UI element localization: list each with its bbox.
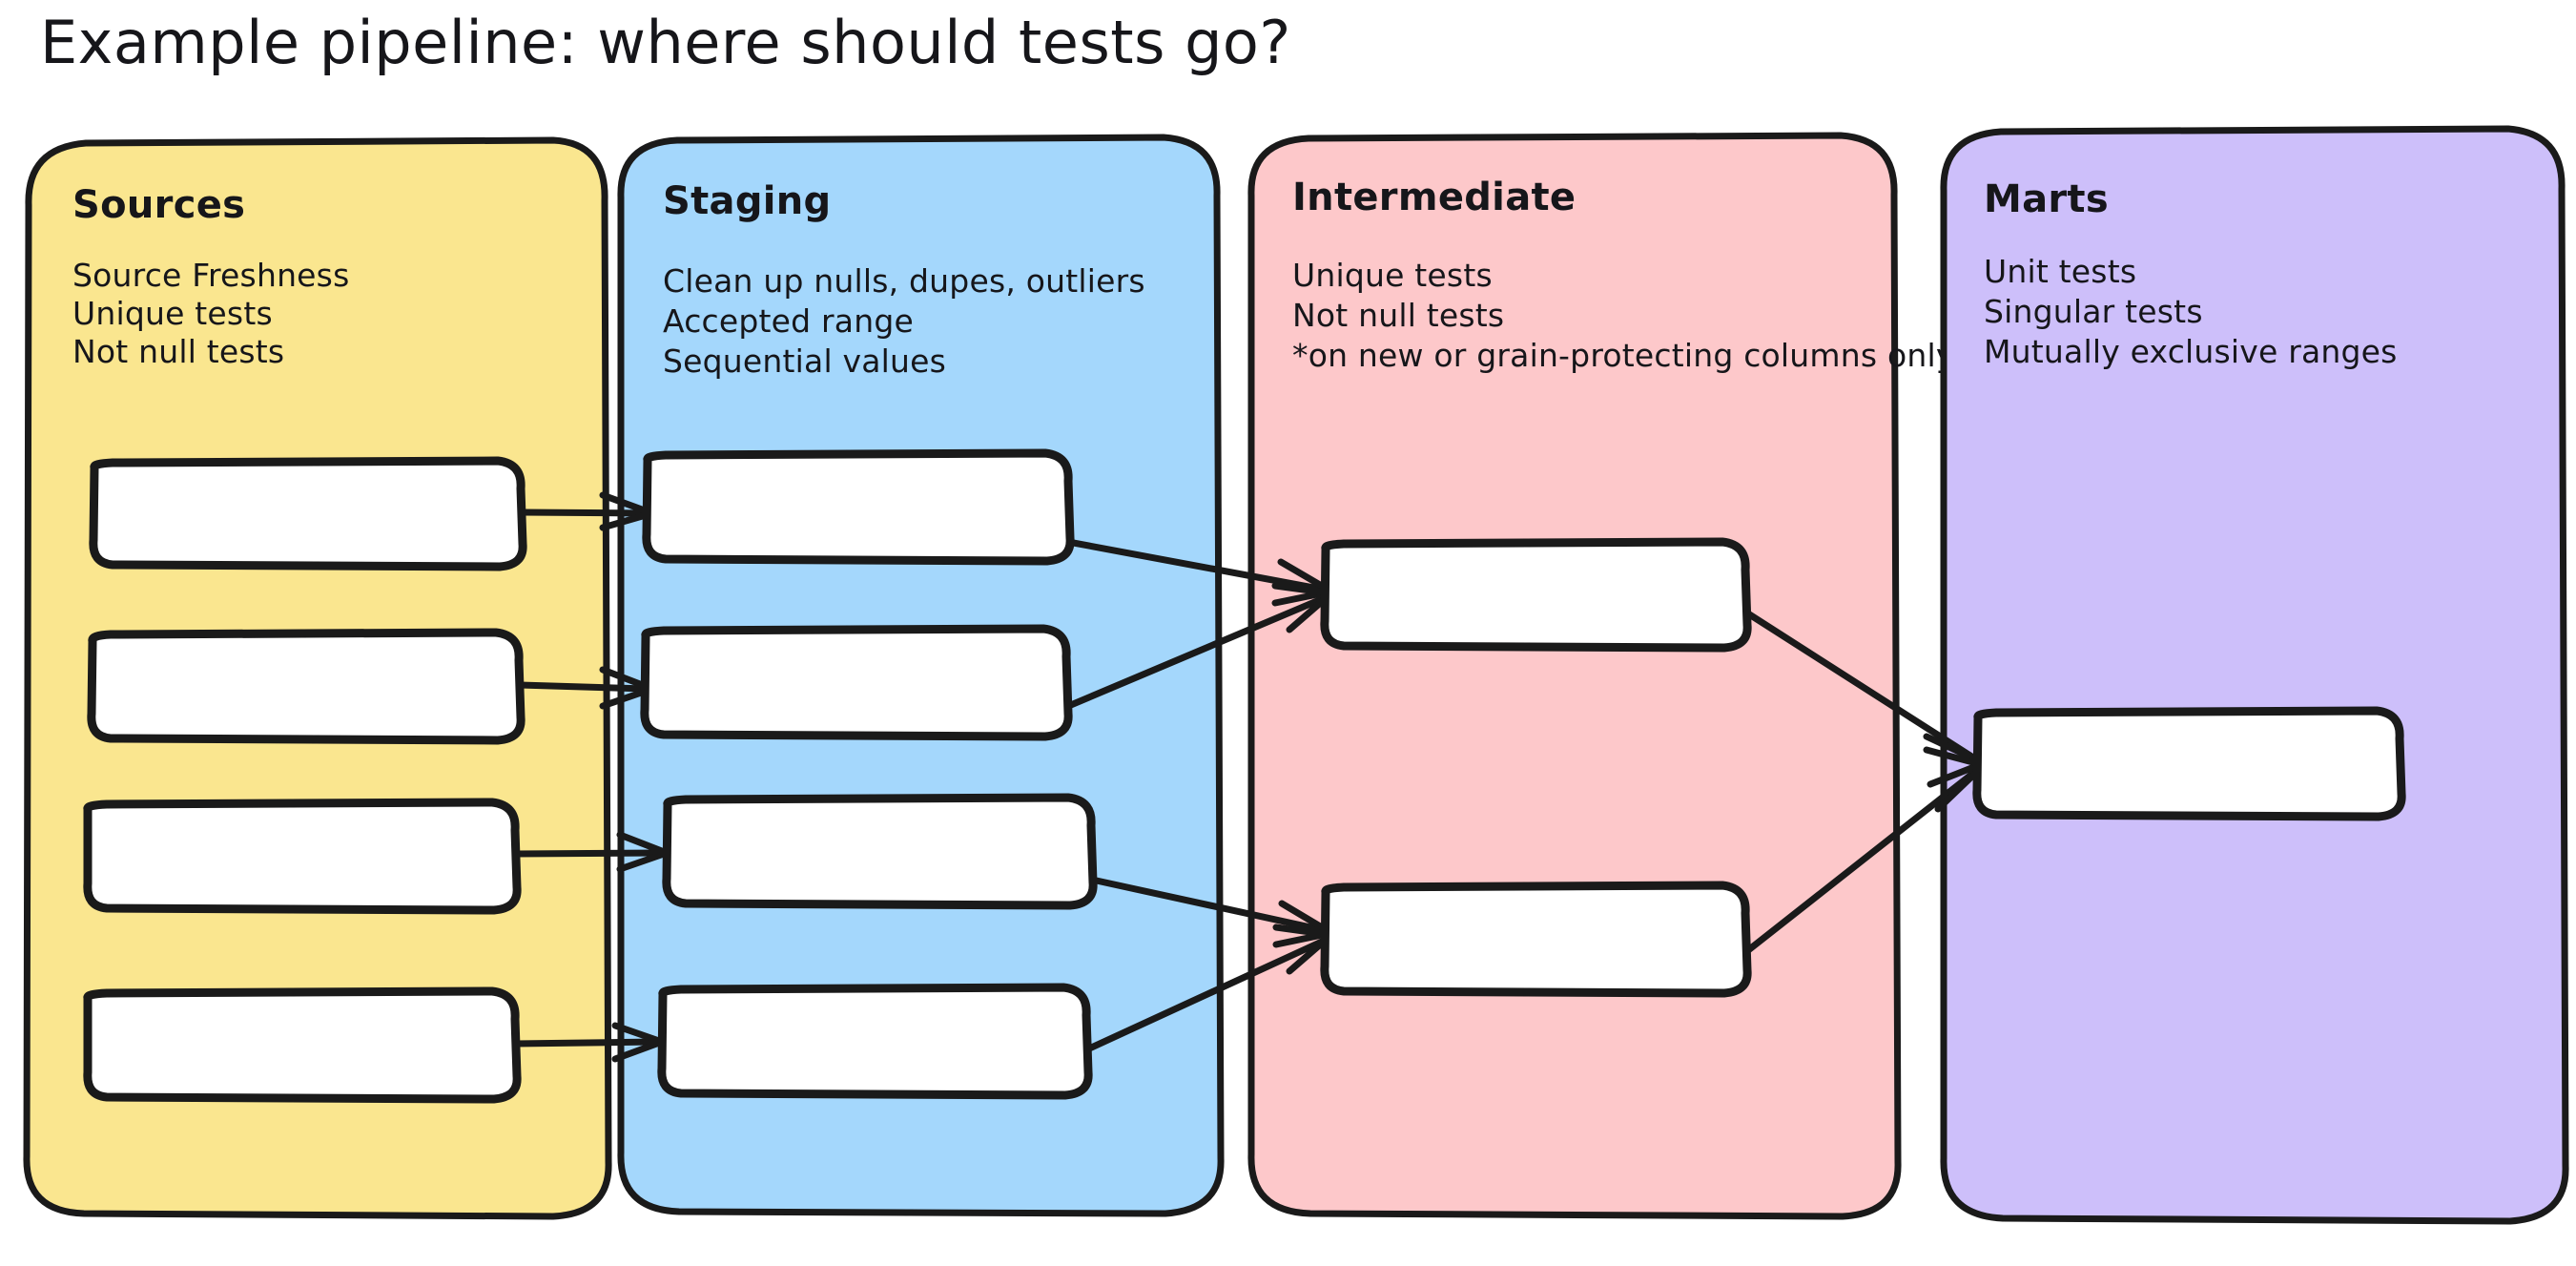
column-marts-title: Marts — [1984, 177, 2109, 221]
intermediate-node-2[interactable] — [1320, 881, 1752, 998]
column-marts-bullet-1: Unit tests — [1984, 253, 2136, 290]
staging-nodes — [640, 448, 1098, 1100]
sources-node-1[interactable] — [89, 456, 527, 571]
staging-node-2[interactable] — [640, 624, 1073, 741]
marts-nodes — [1972, 706, 2406, 821]
column-sources-bullet-2: Unique tests — [72, 295, 273, 332]
column-marts-bullet-3: Mutually exclusive ranges — [1984, 333, 2398, 370]
sources-node-3[interactable] — [83, 798, 522, 915]
staging-node-1[interactable] — [642, 448, 1075, 566]
column-intermediate-bullet-2: Not null tests — [1292, 297, 1504, 334]
column-marts: Marts Unit tests Singular tests Mutually… — [1940, 125, 2569, 1225]
column-sources-bullet-1: Source Freshness — [72, 257, 349, 294]
intermediate-node-1[interactable] — [1320, 537, 1752, 653]
column-staging-bullet-2: Accepted range — [663, 302, 914, 340]
column-intermediate-title: Intermediate — [1292, 176, 1576, 219]
staging-node-3[interactable] — [662, 793, 1098, 910]
column-staging-title: Staging — [663, 179, 831, 223]
intermediate-nodes — [1320, 537, 1752, 998]
column-sources-bullet-3: Not null tests — [72, 333, 284, 370]
sources-node-2[interactable] — [87, 628, 526, 745]
sources-nodes — [83, 456, 527, 1104]
marts-node-1[interactable] — [1972, 706, 2406, 821]
column-marts-bullet-2: Singular tests — [1984, 293, 2203, 330]
column-marts-background — [1940, 125, 2569, 1225]
column-sources-title: Sources — [72, 183, 245, 227]
column-intermediate-bullet-1: Unique tests — [1292, 257, 1493, 294]
column-staging-bullet-1: Clean up nulls, dupes, outliers — [663, 262, 1145, 300]
page-title: Example pipeline: where should tests go? — [40, 8, 1291, 77]
column-staging-bullet-3: Sequential values — [663, 342, 946, 380]
staging-node-4[interactable] — [657, 983, 1093, 1100]
column-intermediate-bullet-3: *on new or grain-protecting columns only — [1292, 337, 1955, 374]
sources-node-4[interactable] — [83, 986, 522, 1104]
